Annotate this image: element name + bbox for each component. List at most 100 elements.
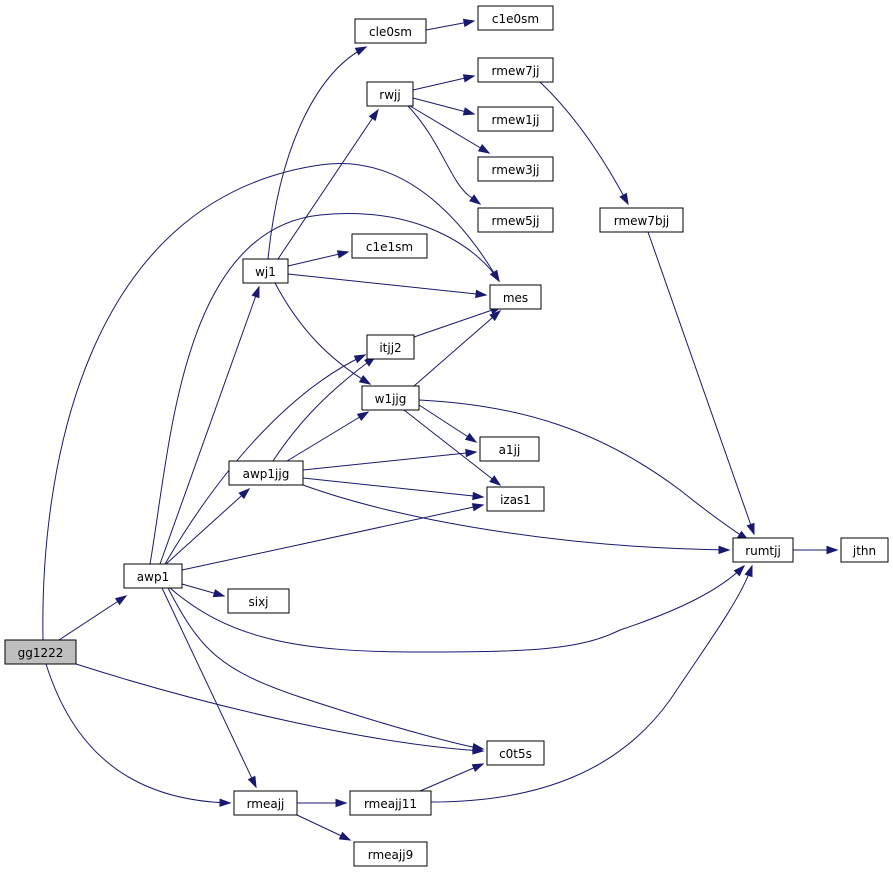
node-box[interactable] [227,588,290,614]
node-rmew7jj[interactable]: rmew7jj [477,57,554,83]
arrowhead-icon [212,589,226,598]
edge-awp1jjg-to-izas1 [302,477,485,501]
arrowhead-icon [472,491,485,501]
edge-line [647,231,755,535]
node-label: rmew7bjj [614,214,670,228]
node-rmew7bjj[interactable]: rmew7bjj [599,207,684,233]
edge-line [419,763,484,792]
node-box[interactable] [479,436,540,462]
node-itjj2[interactable]: itjj2 [366,334,415,360]
edge-line [164,354,366,565]
arrowhead-icon [465,448,478,458]
node-rmeajj[interactable]: rmeajj [233,790,298,816]
node-box[interactable] [123,563,183,589]
node-box[interactable] [349,790,432,816]
edge-rmeajj-to-rmeajj11 [297,798,348,808]
edge-w1jjg-to-izas1 [403,409,502,486]
node-box[interactable] [366,81,414,107]
edge-line [169,565,745,653]
node-box[interactable] [477,106,554,132]
node-jthn[interactable]: jthn [840,537,889,563]
edge-line [430,565,753,803]
node-rmeajj11[interactable]: rmeajj11 [349,790,432,816]
edge-wj1-to-w1jjg [274,282,372,385]
node-label: izas1 [500,493,531,507]
edge-rwjj-to-rmew1jj [412,97,476,116]
node-label: rmew7jj [492,64,540,78]
node-rumtjj[interactable]: rumtjj [732,537,794,563]
node-box[interactable] [489,284,542,310]
arrowhead-icon [462,107,476,116]
node-box[interactable] [477,5,554,31]
edge-line [418,399,749,541]
node-gg1222[interactable]: gg1222 [4,639,77,665]
node-mes[interactable]: mes [489,284,542,310]
edge-line [407,105,481,205]
edge-line [302,477,484,498]
node-a1jj[interactable]: a1jj [479,436,540,462]
node-label: gg1222 [18,646,64,660]
node-awp1jjg[interactable]: awp1jjg [228,460,304,486]
node-label: a1jj [499,443,521,457]
node-label: itjj2 [379,341,401,355]
node-box[interactable] [486,740,545,766]
node-w1jjg[interactable]: w1jjg [361,385,420,411]
node-box[interactable] [242,258,289,284]
node-box[interactable] [233,790,298,816]
node-c1e1sm[interactable]: c1e1sm [351,233,428,259]
edge-awp1-to-wj1 [159,285,260,565]
node-box[interactable] [599,207,684,233]
arrowhead-icon [114,595,128,606]
node-label: rmew5jj [492,214,540,228]
arrowhead-icon [746,522,755,536]
node-label: c1e1sm [366,240,413,254]
node-izas1[interactable]: izas1 [486,486,545,512]
node-box[interactable] [353,841,428,867]
arrowhead-icon [471,503,485,512]
node-rmew5jj[interactable]: rmew5jj [477,207,554,233]
node-box[interactable] [4,639,77,665]
arrowhead-icon [462,18,476,28]
node-box[interactable] [361,385,420,411]
node-rmeajj9[interactable]: rmeajj9 [353,841,428,867]
arrowhead-icon [826,545,839,555]
node-sixj[interactable]: sixj [227,588,290,614]
node-label: rwjj [379,88,400,102]
edge-line [181,504,484,571]
edge-rwjj-to-rmew7jj [412,74,476,91]
node-box[interactable] [228,460,304,486]
node-label: rumtjj [745,544,781,558]
node-c1e0sm[interactable]: c1e0sm [477,5,554,31]
edge-line [58,595,127,641]
node-box[interactable] [477,156,554,182]
edge-line [167,587,484,750]
edges-layer [42,18,839,841]
edge-w1jjg-to-rumtjj [418,399,750,541]
node-rmew1jj[interactable]: rmew1jj [477,106,554,132]
edge-awp1-to-sixj [181,583,226,598]
arrowhead-icon [469,194,482,205]
edge-w1jjg-to-mes [413,310,502,387]
node-box[interactable] [732,537,794,563]
arrowhead-icon [744,564,753,578]
node-box[interactable] [351,233,428,259]
arrowhead-icon [251,285,260,299]
edge-line [413,306,502,338]
node-rwjj[interactable]: rwjj [366,81,414,107]
node-wj1[interactable]: wj1 [242,258,289,284]
node-awp1[interactable]: awp1 [123,563,183,589]
arrowhead-icon [338,831,352,841]
node-rmew3jj[interactable]: rmew3jj [477,156,554,182]
node-box[interactable] [840,537,889,563]
node-c0t5s[interactable]: c0t5s [486,740,545,766]
arrowhead-icon [475,289,488,299]
node-cle0sm[interactable]: cle0sm [354,18,427,44]
node-box[interactable] [366,334,415,360]
node-box[interactable] [477,57,554,83]
node-box[interactable] [477,207,554,233]
arrowhead-icon [619,192,629,206]
node-box[interactable] [486,486,545,512]
node-box[interactable] [354,18,427,44]
arrowhead-icon [733,564,746,577]
node-label: cle0sm [369,25,412,39]
